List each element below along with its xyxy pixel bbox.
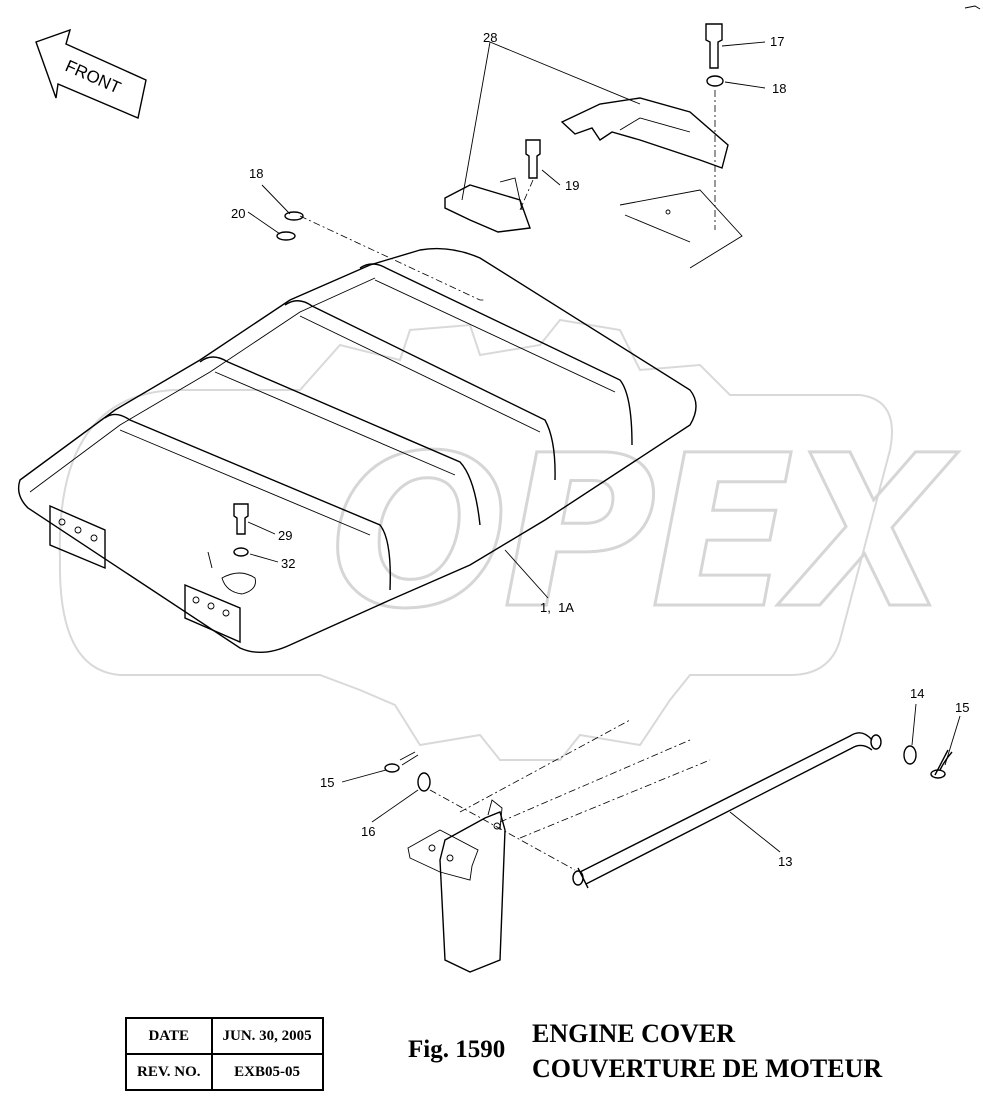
watermark-text: OPEX bbox=[330, 410, 959, 655]
callout-15-right: 15 bbox=[955, 700, 969, 715]
front-arrow: FRONT bbox=[35, 28, 147, 119]
callout-17: 17 bbox=[770, 34, 784, 49]
figure-number: Fig. 1590 bbox=[408, 1036, 506, 1063]
watermark-gear-logo: OPEX bbox=[58, 318, 966, 761]
callout-18-left: 18 bbox=[249, 166, 263, 181]
engine-cover bbox=[17, 247, 697, 653]
callout-15-left: 15 bbox=[320, 775, 334, 790]
callout-14: 14 bbox=[910, 686, 924, 701]
rev-label: REV. NO. bbox=[125, 1053, 213, 1091]
corner-mark bbox=[964, 5, 981, 10]
washers-left bbox=[276, 211, 485, 301]
callout-20: 20 bbox=[231, 206, 245, 221]
callout-1-1a: 1, 1A bbox=[540, 600, 574, 615]
leader-lines bbox=[247, 41, 961, 853]
date-value: JUN. 30, 2005 bbox=[210, 1017, 324, 1055]
prop-rod bbox=[384, 719, 953, 889]
callout-19: 19 bbox=[565, 178, 579, 193]
callout-29: 29 bbox=[278, 528, 292, 543]
callout-13: 13 bbox=[778, 854, 792, 869]
callout-32: 32 bbox=[281, 556, 295, 571]
rev-value: EXB05-05 bbox=[210, 1053, 324, 1091]
callout-16: 16 bbox=[361, 824, 375, 839]
figure-title-fr: COUVERTURE DE MOTEUR bbox=[532, 1054, 883, 1083]
latch-assembly bbox=[560, 23, 743, 269]
date-label: DATE bbox=[125, 1017, 213, 1055]
figure-title-en: ENGINE COVER bbox=[532, 1019, 735, 1048]
callouts: 28 17 18 19 18 20 29 32 1, 1A 14 15 15 1… bbox=[231, 30, 969, 869]
bolt-29 bbox=[233, 503, 249, 557]
frame-bracket bbox=[407, 799, 506, 973]
front-label: FRONT bbox=[62, 56, 123, 97]
title-block: DATE JUN. 30, 2005 REV. NO. EXB05-05 bbox=[125, 1017, 324, 1091]
callout-28: 28 bbox=[483, 30, 497, 45]
callout-18-top: 18 bbox=[772, 81, 786, 96]
striker-bracket bbox=[444, 139, 541, 233]
